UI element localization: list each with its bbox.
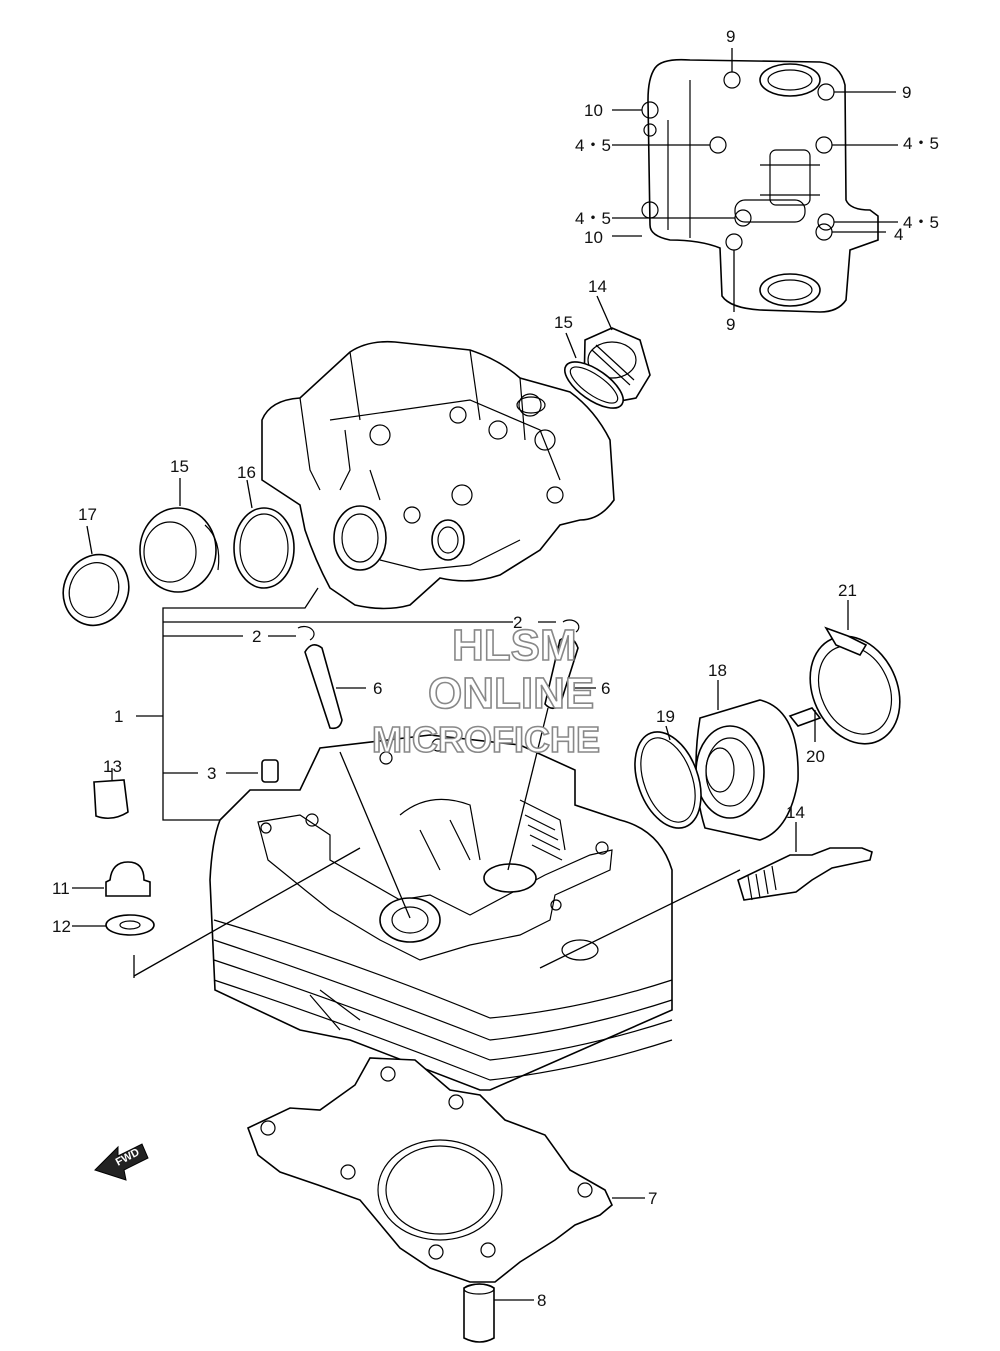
label-10-b: 10 (584, 228, 603, 247)
label-6-left: 6 (373, 679, 382, 698)
label-18: 18 (708, 661, 727, 680)
dowel-8 (463, 1283, 534, 1343)
cylinder-head (209, 734, 673, 1091)
forward-direction-arrow-icon: FWD (94, 1143, 149, 1181)
label-21: 21 (838, 581, 857, 600)
watermark-line-1: HLSM (452, 621, 577, 670)
label-14-plug: 14 (786, 803, 805, 822)
label-17: 17 (78, 505, 97, 524)
circlip-2-right (538, 619, 580, 633)
label-13: 13 (103, 757, 122, 776)
ring-17 (62, 525, 130, 627)
intake-pipe-18 (695, 680, 799, 841)
label-2-right: 2 (513, 613, 522, 632)
label-3: 3 (207, 764, 216, 783)
cylinder-head-cover (641, 58, 879, 313)
cover-leader-lines (612, 48, 898, 312)
label-7: 7 (648, 1189, 657, 1208)
label-20: 20 (806, 747, 825, 766)
label-2-left: 2 (252, 627, 261, 646)
label-8: 8 (537, 1291, 546, 1310)
label-1: 1 (114, 707, 123, 726)
part-11-cap-nut (72, 861, 151, 897)
watermark-line-3: MICROFICHE (372, 719, 600, 760)
label-12: 12 (52, 917, 71, 936)
label-16: 16 (237, 463, 256, 482)
valve-guide-6-left (304, 644, 366, 730)
head-gasket-7 (246, 1057, 645, 1283)
circlip-2-left (297, 625, 315, 641)
label-4-5-left-b: 4・5 (575, 209, 611, 228)
clamp-21 (809, 600, 901, 745)
inspection-cap-and-oring (564, 295, 651, 409)
oring-19 (634, 725, 702, 829)
label-15-cap: 15 (170, 457, 189, 476)
label-11: 11 (52, 879, 70, 898)
dowel-3 (261, 759, 279, 783)
camshaft-housing (261, 340, 615, 610)
part-number-labels: 9 9 10 4・5 4・5 4・5 4・5 10 4 9 14 15 15 1… (52, 27, 939, 1310)
watermark: HLSM ONLINE MICROFICHE (371, 620, 601, 761)
oring-16 (233, 479, 295, 589)
label-15-oring: 15 (554, 313, 573, 332)
watermark-line-2: ONLINE (428, 669, 594, 718)
part-13-nut (93, 768, 129, 820)
alignment-lines (133, 707, 741, 978)
label-9-bottom: 9 (726, 315, 735, 334)
label-14-cap: 14 (588, 277, 607, 296)
label-19: 19 (656, 707, 675, 726)
assembly-bracket (136, 587, 513, 821)
label-9-top: 9 (726, 27, 735, 46)
label-6-right: 6 (601, 679, 610, 698)
label-10-a: 10 (584, 101, 603, 120)
label-9-right: 9 (902, 83, 911, 102)
label-4-5-left-a: 4・5 (575, 136, 611, 155)
part-12-washer (72, 914, 155, 936)
label-4: 4 (894, 225, 903, 244)
label-4-5-right-a: 4・5 (903, 134, 939, 153)
seal-cap-15 (139, 478, 220, 593)
label-4-5-right-b: 4・5 (903, 213, 939, 232)
valve-guide-6-right (544, 636, 596, 710)
spark-plug-14 (737, 822, 873, 901)
screw-20 (788, 707, 822, 742)
